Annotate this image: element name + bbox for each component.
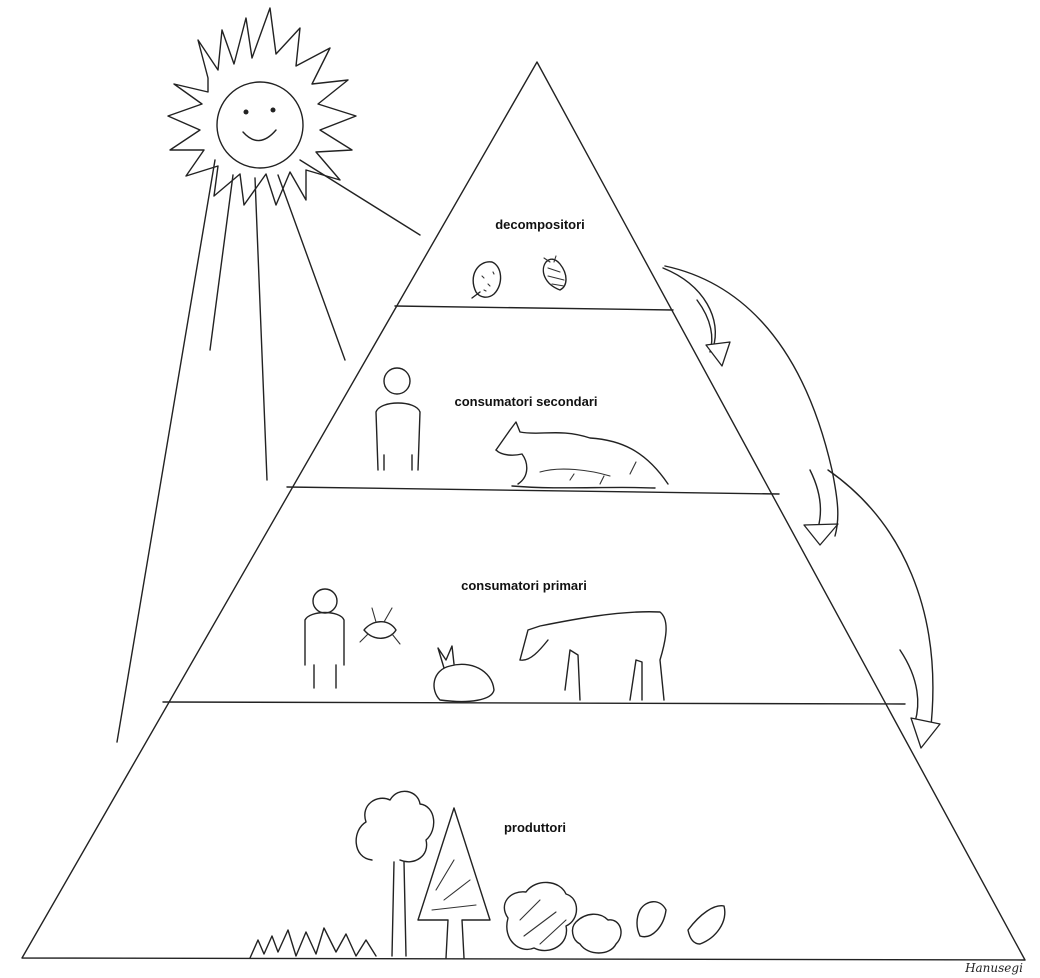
level-label-produttori: produttori — [504, 820, 566, 835]
pyramid-outline — [21, 61, 1026, 961]
level-label-decompositori: decompositori — [495, 217, 585, 232]
decomposer-drawings — [471, 255, 567, 299]
energy-flow-arrows — [662, 265, 941, 749]
level-label-consumatori-secondari: consumatori secondari — [454, 394, 597, 409]
primary-consumer-drawings — [304, 588, 667, 703]
artist-signature: Hanusegi — [964, 961, 1023, 975]
level-label-consumatori-primari: consumatori primari — [461, 578, 587, 593]
sun-drawing — [116, 7, 421, 743]
producer-drawings — [249, 790, 726, 959]
secondary-consumer-drawings — [375, 367, 669, 489]
